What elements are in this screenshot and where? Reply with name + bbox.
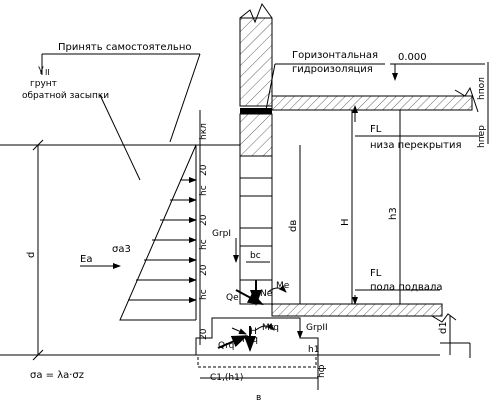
- dimension-lines: [32, 62, 489, 390]
- h3-label: h3: [388, 207, 399, 220]
- h-pol-label: hпол: [477, 77, 487, 100]
- sigma-a3-label: σa3: [112, 244, 131, 255]
- h-f-label: hф: [317, 364, 327, 378]
- E-a-label: Ea: [80, 254, 92, 265]
- accept-independently-label: Принять самостоятельно: [58, 42, 191, 53]
- h-per-label: hпер: [477, 125, 487, 148]
- waterproofing-line1: Горизонтальная: [292, 50, 378, 61]
- floor-slab: [271, 86, 479, 113]
- backfill-soil-line2: обратной засыпки: [22, 91, 109, 101]
- H-force-label: H: [250, 327, 257, 337]
- grp1-label: GrpI: [212, 229, 231, 239]
- gamma-subscript: II: [45, 68, 50, 77]
- grp2-label: GrpII: [306, 323, 328, 333]
- dim-20-c: 20: [199, 264, 209, 276]
- h1-label: h1: [308, 345, 319, 355]
- hc-a-label: hс: [199, 185, 209, 196]
- force-arrows: [217, 238, 303, 352]
- fl-top-label: FL: [370, 124, 382, 135]
- elevation-zero: 0.000: [398, 52, 427, 63]
- d1-label: d1: [438, 321, 449, 334]
- fl-bottom-label: FL: [370, 268, 382, 279]
- b-c-label: bс: [250, 251, 261, 261]
- N-rq-label: Nrq: [242, 335, 258, 345]
- hc-c-label: hс: [199, 289, 209, 300]
- floor-bottom-label: низа перекрытия: [370, 140, 461, 151]
- pressure-diagram: [80, 144, 197, 321]
- basement-floor-label: пола подвала: [370, 282, 442, 293]
- h-kl-label: hкл: [199, 123, 209, 140]
- upper-wall: [239, 2, 273, 157]
- waterproofing-line2: гидроизоляция: [292, 64, 373, 75]
- H-label: H: [340, 218, 351, 226]
- sigma-formula: σa = λa·σz: [30, 370, 84, 381]
- M-rq-label: Mrq: [262, 323, 279, 333]
- C1-label: C1,(h1): [210, 373, 243, 383]
- leader-lines: [41, 53, 485, 305]
- M-e-label: Me: [276, 281, 290, 291]
- d-label: d: [26, 252, 37, 258]
- gamma-symbol: γ: [38, 64, 44, 75]
- basement-wall-blocks: [239, 155, 273, 305]
- backfill-soil-line1: грунт: [30, 79, 57, 89]
- Q-rq-label: Qrq: [218, 341, 234, 351]
- dim-20-b: 20: [199, 214, 209, 226]
- d-b-label: dв: [288, 220, 299, 232]
- dim-20-a: 20: [199, 164, 209, 176]
- dim-20-d: 20: [199, 328, 209, 340]
- Q-e-label: Qe: [226, 293, 239, 303]
- hc-b-label: hс: [199, 239, 209, 250]
- b-label: в: [256, 393, 261, 403]
- N-e-label: Ne: [260, 289, 273, 299]
